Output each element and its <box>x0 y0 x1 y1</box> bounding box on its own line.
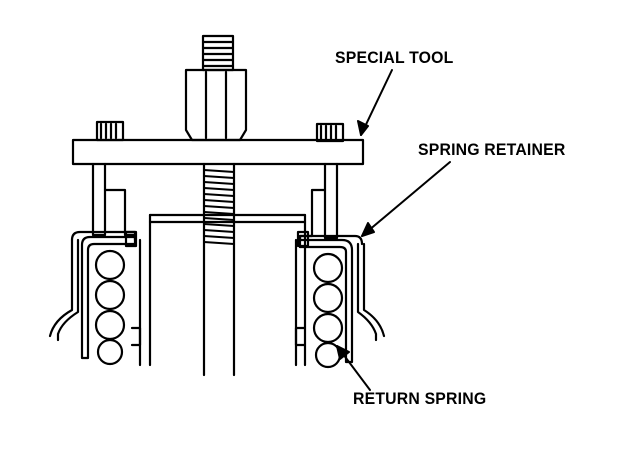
rod-threads <box>203 169 235 245</box>
special-tool <box>71 34 365 377</box>
leader-return-spring <box>336 345 371 391</box>
spring-retainer-label: SPRING RETAINER <box>418 140 566 159</box>
special-tool-label: SPECIAL TOOL <box>335 48 454 67</box>
piston-housing <box>48 213 386 367</box>
return-spring-label: RETURN SPRING <box>353 389 487 408</box>
leader-special-tool <box>357 69 393 136</box>
leader-spring-retainer <box>361 161 451 237</box>
return-springs-left <box>94 249 126 366</box>
